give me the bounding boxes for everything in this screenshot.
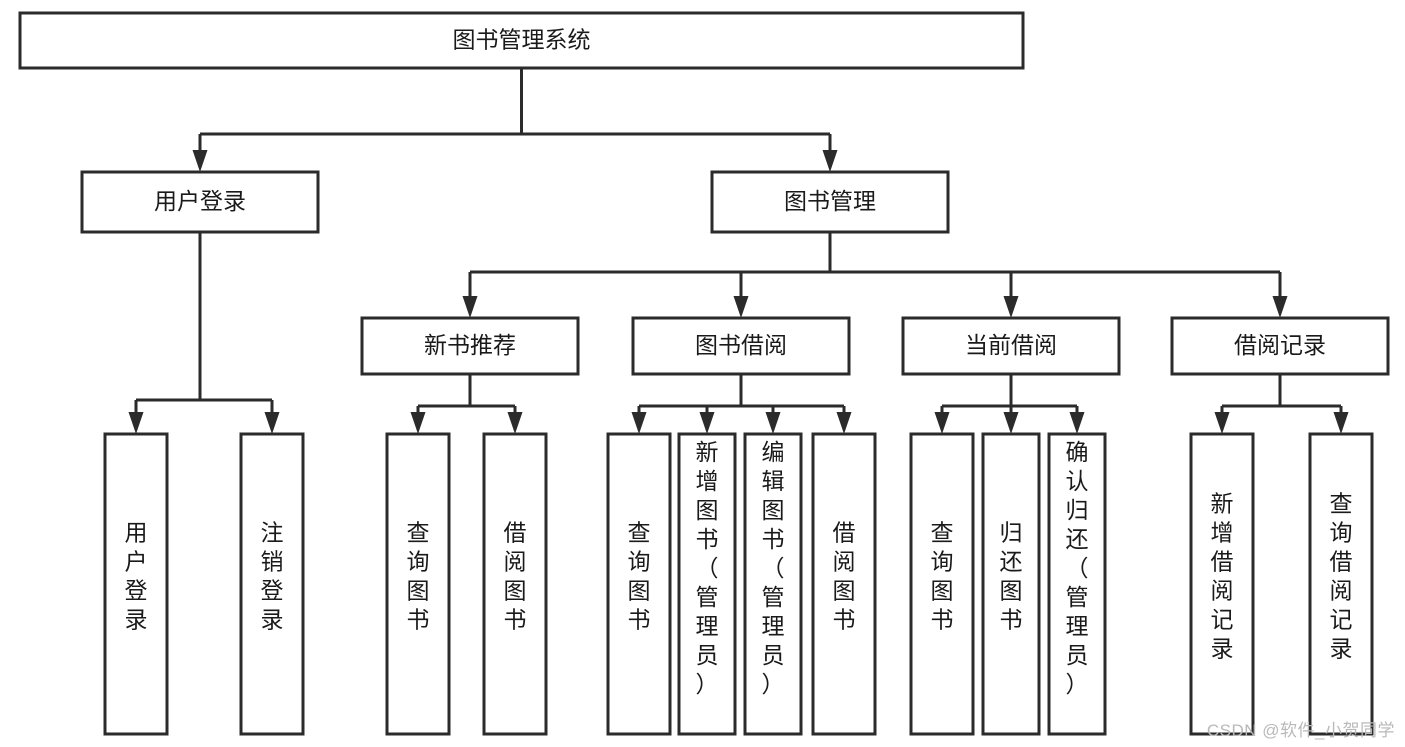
node-box[interactable]	[909, 432, 975, 736]
arrow-head-icon	[1003, 296, 1019, 318]
connector-group	[1214, 374, 1349, 434]
node-box[interactable]	[606, 432, 672, 736]
arrow-head-icon	[733, 296, 749, 318]
arrow-head-icon	[410, 412, 426, 434]
node-label: 用户登录	[125, 520, 148, 633]
node-label: 新增图书（管理员）	[696, 439, 719, 697]
node-box[interactable]	[1170, 316, 1390, 376]
arrow-head-icon	[264, 412, 280, 434]
node-box[interactable]	[743, 432, 803, 736]
node-box[interactable]	[1189, 432, 1255, 736]
arrow-head-icon	[1272, 296, 1288, 318]
node-box[interactable]	[710, 170, 950, 234]
arrow-head-icon	[934, 412, 950, 434]
node-leaf-return-book[interactable]: 归还图书	[981, 432, 1041, 736]
connector-group	[410, 374, 523, 434]
node-box[interactable]	[981, 432, 1041, 736]
node-label: 查询图书	[628, 520, 651, 633]
connector-group	[462, 232, 1288, 318]
node-label: 图书借阅	[695, 332, 787, 358]
node-label: 查询图书	[931, 520, 954, 633]
arrow-head-icon	[699, 412, 715, 434]
connector-group	[128, 232, 280, 434]
node-label: 借阅图书	[504, 520, 527, 633]
node-leaf-borrow-book-2[interactable]: 借阅图书	[811, 432, 877, 736]
connector-group	[631, 374, 852, 434]
arrow-head-icon	[1069, 412, 1085, 434]
node-leaf-query-borrow-record[interactable]: 查询借阅记录	[1308, 432, 1374, 736]
arrow-head-icon	[192, 150, 208, 172]
arrow-head-icon	[1003, 412, 1019, 434]
node-box[interactable]	[811, 432, 877, 736]
node-box[interactable]	[80, 170, 320, 234]
node-leaf-user-login[interactable]: 用户登录	[103, 432, 169, 736]
node-box[interactable]	[103, 432, 169, 736]
csdn-watermark: CSDN @软件_小贺同学	[1206, 721, 1395, 740]
node-borrow-record[interactable]: 借阅记录	[1170, 316, 1390, 376]
node-leaf-add-borrow-record[interactable]: 新增借阅记录	[1189, 432, 1255, 736]
arrow-head-icon	[462, 296, 478, 318]
node-book-borrow[interactable]: 图书借阅	[631, 316, 851, 376]
node-leaf-add-book[interactable]: 新增图书（管理员）	[677, 432, 737, 736]
arrow-head-icon	[822, 150, 838, 172]
arrow-head-icon	[507, 412, 523, 434]
node-current-borrow[interactable]: 当前借阅	[901, 316, 1121, 376]
connector-layer	[128, 68, 1349, 434]
node-box[interactable]	[1047, 432, 1107, 736]
node-label: 借阅记录	[1234, 332, 1326, 358]
node-label: 图书管理	[784, 188, 876, 214]
node-root[interactable]: 图书管理系统	[18, 11, 1025, 70]
arrow-head-icon	[1333, 412, 1349, 434]
node-label: 注销登录	[261, 520, 284, 633]
node-label: 归还图书	[1000, 520, 1023, 633]
node-label: 查询借阅记录	[1330, 491, 1353, 662]
arrow-head-icon	[836, 412, 852, 434]
node-label: 编辑图书（管理员）	[762, 439, 785, 697]
node-label: 确认归还（管理员）	[1066, 439, 1089, 697]
node-box[interactable]	[631, 316, 851, 376]
node-label: 借阅图书	[833, 520, 856, 633]
node-box[interactable]	[677, 432, 737, 736]
node-label: 用户登录	[154, 188, 246, 214]
arrow-head-icon	[1214, 412, 1230, 434]
node-box[interactable]	[385, 432, 451, 736]
node-leaf-query-book-1[interactable]: 查询图书	[385, 432, 451, 736]
node-label: 新增借阅记录	[1211, 491, 1234, 662]
node-leaf-confirm-return[interactable]: 确认归还（管理员）	[1047, 432, 1107, 736]
node-box[interactable]	[239, 432, 305, 736]
node-leaf-edit-book[interactable]: 编辑图书（管理员）	[743, 432, 803, 736]
node-label: 查询图书	[407, 520, 430, 633]
node-layer: 图书管理系统用户登录图书管理新书推荐图书借阅当前借阅借阅记录用户登录注销登录查询…	[18, 11, 1390, 736]
node-leaf-query-book-3[interactable]: 查询图书	[909, 432, 975, 736]
node-leaf-query-book-2[interactable]: 查询图书	[606, 432, 672, 736]
connector-group	[192, 68, 838, 172]
node-user-login[interactable]: 用户登录	[80, 170, 320, 234]
node-book-management[interactable]: 图书管理	[710, 170, 950, 234]
node-label: 当前借阅	[965, 332, 1057, 358]
connector-group	[934, 374, 1085, 434]
arrow-head-icon	[128, 412, 144, 434]
node-box[interactable]	[1308, 432, 1374, 736]
node-leaf-borrow-book-1[interactable]: 借阅图书	[482, 432, 548, 736]
node-box[interactable]	[360, 316, 580, 376]
arrow-head-icon	[765, 412, 781, 434]
node-box[interactable]	[482, 432, 548, 736]
node-box[interactable]	[901, 316, 1121, 376]
node-label: 图书管理系统	[453, 27, 591, 53]
node-leaf-logout-login[interactable]: 注销登录	[239, 432, 305, 736]
arrow-head-icon	[631, 412, 647, 434]
node-new-book-recommend[interactable]: 新书推荐	[360, 316, 580, 376]
node-label: 新书推荐	[424, 332, 516, 358]
node-box[interactable]	[18, 11, 1025, 70]
